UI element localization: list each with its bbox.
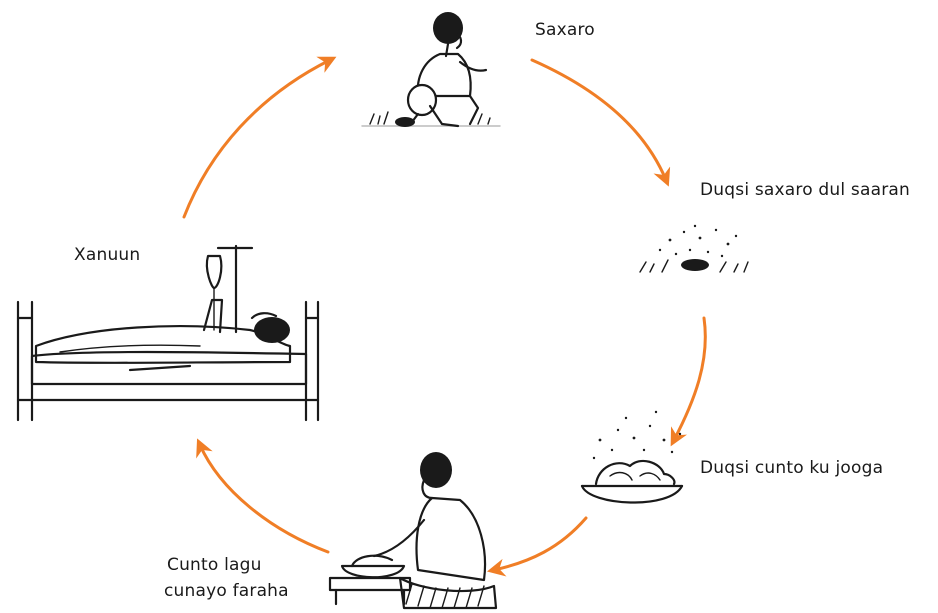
label-cunto-lagu: Cunto lagu xyxy=(167,555,262,575)
label-duqsi-cunto: Duqsi cunto ku jooga xyxy=(700,458,884,478)
label-duqsi-saxaro: Duqsi saxaro dul saaran xyxy=(700,180,910,200)
squatting-child-illustration xyxy=(361,12,501,128)
arrow-illness-to-saxaro xyxy=(182,56,337,219)
flies-on-food-illustration xyxy=(580,410,684,504)
person-eating-illustration xyxy=(328,452,498,610)
sick-person-bed-illustration xyxy=(16,244,320,422)
label-xanuun: Xanuun xyxy=(74,245,141,265)
arrow-eating-to-illness xyxy=(196,438,330,554)
flies-on-feces-illustration xyxy=(639,224,749,273)
arrow-food-to-eating xyxy=(486,516,588,577)
arrow-saxaro-to-flies xyxy=(530,58,671,187)
label-saxaro: Saxaro xyxy=(535,20,595,40)
arrow-flies-to-food xyxy=(670,316,707,447)
label-cunayo-faraha: cunayo faraha xyxy=(164,581,289,601)
